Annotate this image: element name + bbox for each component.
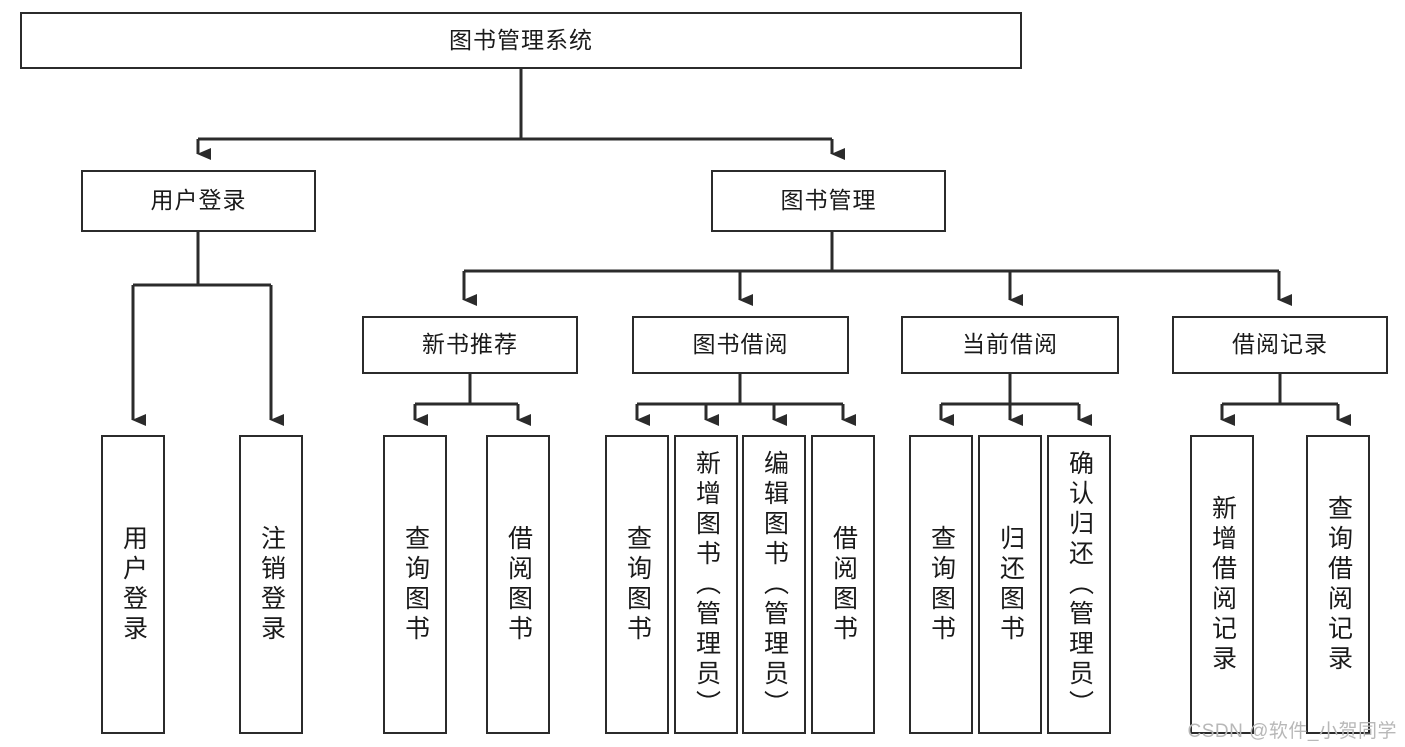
- node-leaf-user-login[interactable]: 用户登录: [101, 435, 165, 734]
- node-leaf-confirm-return-label: 确认归还（管理员）: [1065, 449, 1094, 720]
- node-leaf-return-book[interactable]: 归还图书: [978, 435, 1042, 734]
- node-new-book-recommend[interactable]: 新书推荐: [362, 316, 578, 374]
- node-user-login[interactable]: 用户登录: [81, 170, 316, 232]
- node-current-borrow-label: 当前借阅: [962, 331, 1058, 358]
- node-leaf-query-record[interactable]: 查询借阅记录: [1306, 435, 1370, 734]
- node-leaf-query-book-2-label: 查询图书: [623, 524, 652, 645]
- node-leaf-add-record-label: 新增借阅记录: [1208, 494, 1237, 675]
- node-leaf-query-book-3-label: 查询图书: [927, 524, 956, 645]
- node-leaf-add-record[interactable]: 新增借阅记录: [1190, 435, 1254, 734]
- node-leaf-edit-book[interactable]: 编辑图书（管理员）: [742, 435, 806, 734]
- node-book-borrow-label: 图书借阅: [692, 331, 789, 358]
- node-leaf-user-logout-label: 注销登录: [257, 524, 286, 645]
- node-leaf-add-book-label: 新增图书（管理员）: [692, 449, 721, 720]
- node-leaf-borrow-book-2-label: 借阅图书: [829, 524, 858, 645]
- node-root-label: 图书管理系统: [449, 26, 593, 53]
- node-leaf-query-book-3[interactable]: 查询图书: [909, 435, 973, 734]
- node-leaf-query-book-1[interactable]: 查询图书: [383, 435, 447, 734]
- node-leaf-confirm-return[interactable]: 确认归还（管理员）: [1047, 435, 1111, 734]
- node-book-borrow[interactable]: 图书借阅: [632, 316, 849, 374]
- node-leaf-query-book-1-label: 查询图书: [401, 524, 430, 645]
- node-user-login-label: 用户登录: [150, 187, 247, 214]
- node-leaf-query-record-label: 查询借阅记录: [1324, 494, 1353, 675]
- node-book-management-label: 图书管理: [780, 187, 877, 214]
- node-borrow-record-label: 借阅记录: [1232, 331, 1328, 358]
- node-leaf-user-logout[interactable]: 注销登录: [239, 435, 303, 734]
- node-leaf-add-book[interactable]: 新增图书（管理员）: [674, 435, 738, 734]
- node-leaf-edit-book-label: 编辑图书（管理员）: [760, 449, 789, 720]
- node-leaf-user-login-label: 用户登录: [119, 524, 148, 645]
- node-leaf-borrow-book-1-label: 借阅图书: [504, 524, 533, 645]
- watermark-text: CSDN @软件_小贺同学: [1187, 721, 1397, 742]
- node-leaf-borrow-book-1[interactable]: 借阅图书: [486, 435, 550, 734]
- node-borrow-record[interactable]: 借阅记录: [1172, 316, 1388, 374]
- node-leaf-borrow-book-2[interactable]: 借阅图书: [811, 435, 875, 734]
- node-current-borrow[interactable]: 当前借阅: [901, 316, 1119, 374]
- node-new-book-recommend-label: 新书推荐: [422, 331, 518, 358]
- node-leaf-return-book-label: 归还图书: [996, 524, 1025, 645]
- node-leaf-query-book-2[interactable]: 查询图书: [605, 435, 669, 734]
- node-book-management[interactable]: 图书管理: [711, 170, 946, 232]
- node-root[interactable]: 图书管理系统: [20, 12, 1022, 69]
